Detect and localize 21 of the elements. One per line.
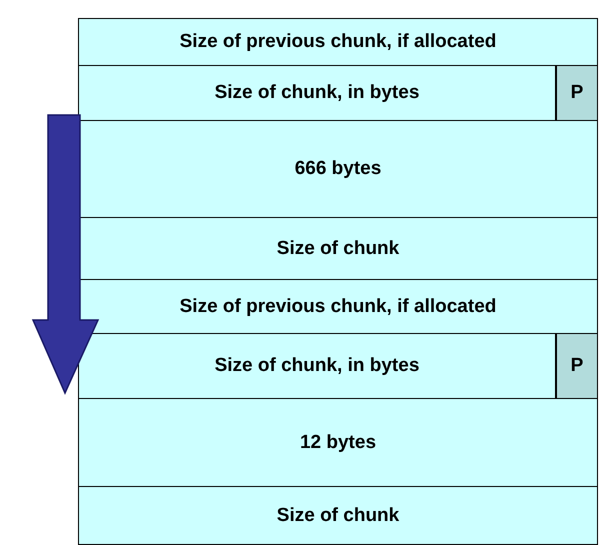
field-label: Size of chunk [276, 504, 400, 526]
flag-cell [556, 65, 598, 121]
field-label: Size of chunk, in bytes [214, 82, 420, 104]
memory-field [78, 486, 598, 545]
memory-field [78, 18, 598, 66]
memory-field [78, 333, 556, 399]
memory-field [78, 279, 598, 334]
block-arrow [32, 114, 100, 395]
flag-label: P [570, 355, 584, 377]
memory-field [78, 398, 598, 487]
field-label: Size of chunk, in bytes [214, 355, 420, 377]
field-label: 12 bytes [300, 432, 376, 454]
flag-cell [556, 333, 598, 399]
field-label: Size of previous chunk, if allocated [180, 31, 496, 53]
field-label: Size of previous chunk, if allocated [180, 296, 496, 318]
flag-label: P [570, 82, 584, 104]
field-label: 666 bytes [294, 158, 382, 180]
field-label: Size of chunk [276, 238, 400, 260]
memory-field [78, 120, 598, 218]
memory-field [78, 65, 556, 121]
memory-field [78, 217, 598, 280]
